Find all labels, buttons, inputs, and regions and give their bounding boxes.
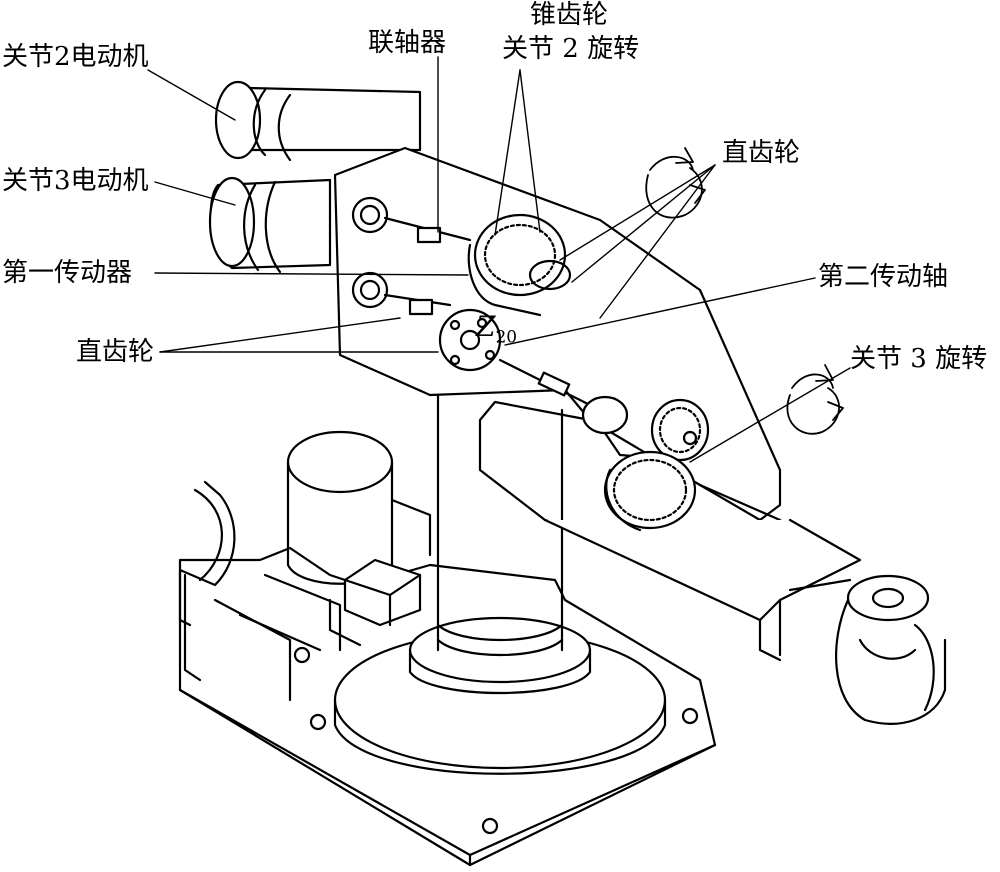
gear-symbol-letter: Z xyxy=(476,310,496,343)
rotation-arrow-icon xyxy=(645,147,706,219)
leader-lines xyxy=(147,56,851,463)
gear-symbol-subscript: 20 xyxy=(495,327,518,348)
base-blocks xyxy=(328,558,422,647)
label-coupling: 联轴器 xyxy=(368,28,447,58)
gear-train-lower xyxy=(498,358,710,532)
label-second-shaft: 第二传动轴 xyxy=(818,262,949,292)
gear-train-upper xyxy=(351,196,572,372)
label-joint2-rotation: 关节 2 旋转 xyxy=(502,34,640,64)
label-bevel-gear: 锥齿轮 xyxy=(530,0,609,30)
label-first-actuator: 第一传动器 xyxy=(2,258,133,288)
base-motor xyxy=(286,430,432,585)
forearm xyxy=(543,518,862,662)
upper-arm xyxy=(333,146,802,572)
label-joint3-rotation: 关节 3 旋转 xyxy=(850,344,988,374)
cable-hook xyxy=(178,480,236,627)
label-joint3-motor: 关节3电动机 xyxy=(2,166,149,196)
rear-motors xyxy=(208,80,422,274)
rotation-arrow-icon xyxy=(786,364,844,435)
label-joint2-motor: 关节2电动机 xyxy=(2,42,149,72)
label-spur-gear-left: 直齿轮 xyxy=(76,337,155,367)
wrist xyxy=(835,574,947,725)
label-spur-gear-right: 直齿轮 xyxy=(722,138,801,168)
column xyxy=(436,388,564,657)
gear-symbol-z20: Z20 xyxy=(476,312,517,353)
